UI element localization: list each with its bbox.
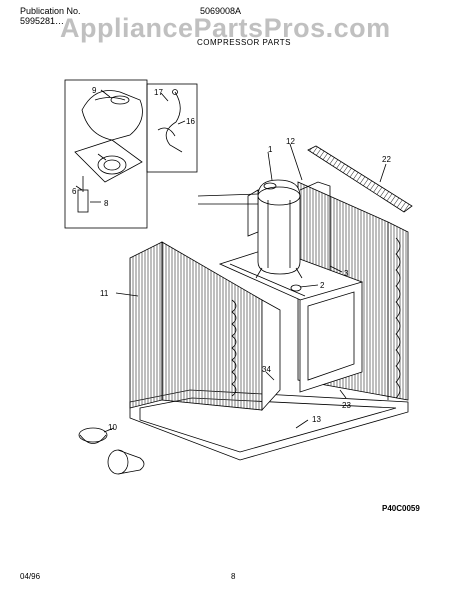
footer-date: 04/96: [20, 572, 41, 581]
orifice-ring: [97, 155, 127, 175]
callout-22: 22: [382, 155, 391, 164]
fan-shroud: [81, 90, 143, 141]
callout-11: 11: [100, 289, 109, 298]
accumulator: [247, 189, 259, 237]
compressor: [257, 179, 301, 275]
motor-bracket: [78, 427, 108, 443]
footer-page: 8: [231, 572, 236, 581]
callout-17: 17: [154, 88, 163, 97]
publication-number: 5995281…: [20, 16, 65, 26]
callout-6: 6: [72, 187, 77, 196]
evaporator-coil-side: [129, 241, 163, 409]
watermark: AppliancePartsPros.com: [60, 13, 391, 43]
section-title: COMPRESSOR PARTS: [197, 38, 291, 47]
callout-2: 2: [320, 281, 325, 290]
mounting-plate: [74, 139, 143, 183]
publication-label: Publication No.: [20, 6, 81, 16]
callout-23: 23: [342, 401, 351, 410]
partition-frame: [299, 281, 363, 393]
model-number: 5069008A: [200, 6, 242, 16]
callout-9: 9: [92, 86, 97, 95]
grommet: [290, 284, 302, 292]
callout-12: 12: [286, 137, 295, 146]
sensor-inset: [146, 83, 198, 173]
gasket-strip: [307, 145, 413, 213]
callout-8: 8: [104, 199, 109, 208]
bracket-clip: [77, 189, 89, 213]
terminal-cover: [263, 182, 277, 190]
fan-motor: [107, 449, 129, 475]
callout-13: 13: [312, 415, 321, 424]
diagram-code: P40C0059: [382, 504, 420, 513]
callout-16: 16: [186, 117, 195, 126]
callout-1: 1: [268, 145, 273, 154]
capillary-tube: [165, 91, 183, 153]
callout-3: 3: [344, 269, 349, 278]
shroud-cap: [110, 95, 130, 105]
callout-34: 34: [262, 365, 271, 374]
callout-10: 10: [108, 423, 117, 432]
